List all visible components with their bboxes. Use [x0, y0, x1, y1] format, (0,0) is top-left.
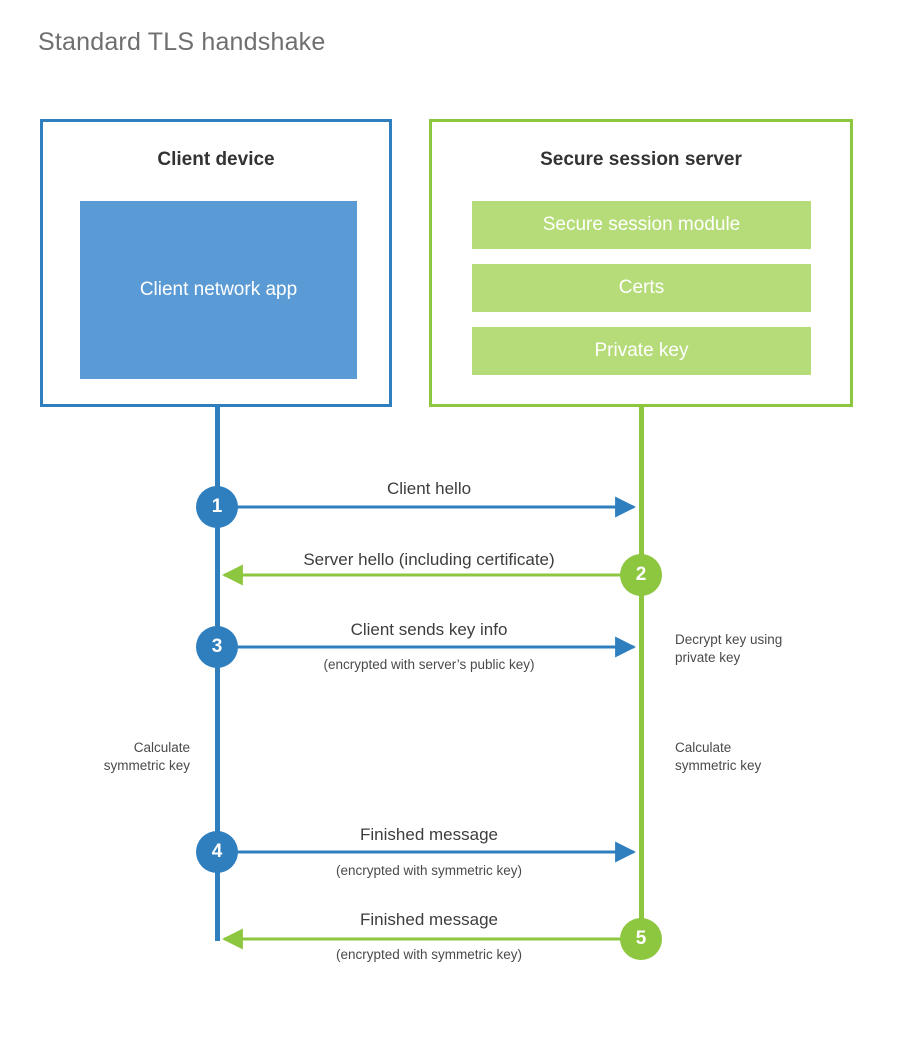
note-decrypt-key: Decrypt key using private key	[675, 632, 783, 666]
server-block-secure-session-module: Secure session module	[472, 201, 811, 249]
step-badge-3-number: 3	[211, 636, 223, 657]
client-network-app-block: Client network app	[80, 201, 357, 379]
step-badge-1-number: 1	[211, 496, 223, 517]
secure-session-server-box: Secure session server Secure session mod…	[429, 119, 853, 407]
client-device-title: Client device	[157, 149, 275, 170]
step-badge-5[interactable]: 5	[620, 918, 662, 960]
message-label-2: Server hello (including certificate)	[303, 550, 555, 569]
step-badge-4[interactable]: 4	[196, 831, 238, 873]
note-server-calculate-symmetric-key: Calculate symmetric key	[675, 740, 762, 774]
message-sublabel-4: (encrypted with symmetric key)	[335, 863, 523, 878]
message-sublabel-5: (encrypted with symmetric key)	[335, 947, 523, 962]
step-badge-1[interactable]: 1	[196, 486, 238, 528]
message-label-3: Client sends key info	[350, 620, 508, 639]
note-client-calculate-symmetric-key: Calculate symmetric key	[103, 740, 190, 774]
step-badge-5-number: 5	[635, 928, 647, 949]
step-badge-3[interactable]: 3	[196, 626, 238, 668]
message-label-1: Client hello	[386, 479, 472, 498]
client-device-box: Client device Client network app	[40, 119, 392, 407]
message-label-4: Finished message	[360, 825, 498, 844]
step-badge-2[interactable]: 2	[620, 554, 662, 596]
server-block-private-key: Private key	[472, 327, 811, 375]
message-sublabel-3: (encrypted with server’s public key)	[323, 657, 535, 672]
server-block-certs: Certs	[472, 264, 811, 312]
step-badge-2-number: 2	[635, 564, 647, 585]
message-label-5: Finished message	[360, 910, 498, 929]
secure-session-server-title: Secure session server	[540, 149, 742, 170]
page-title: Standard TLS handshake	[38, 28, 326, 56]
step-badge-4-number: 4	[211, 841, 223, 862]
